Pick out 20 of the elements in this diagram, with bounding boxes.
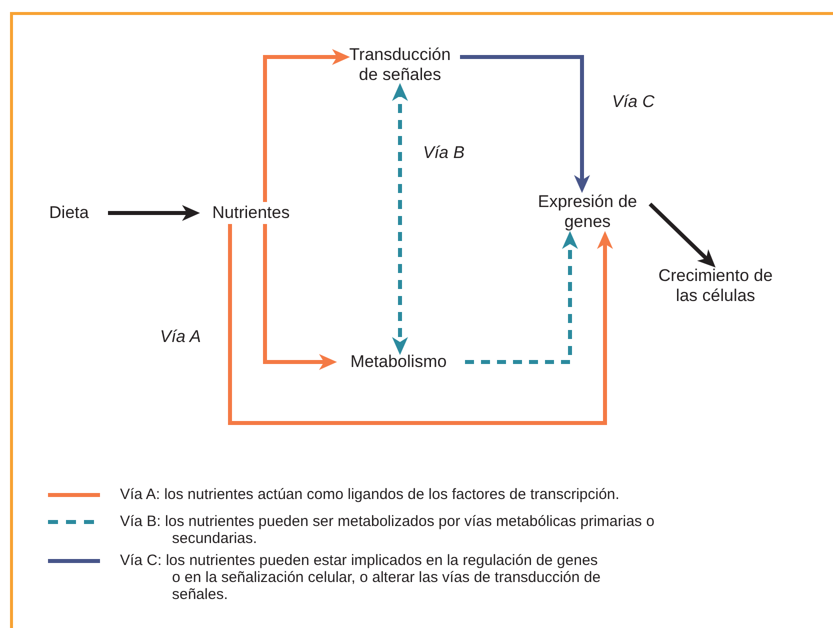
arrow: [392, 83, 408, 355]
arrow: [465, 231, 578, 364]
legend-text: Vía A: los nutrientes actúan como ligandos de los factores de transcripción.: [120, 486, 620, 503]
node-label: Metabolismo: [332, 350, 465, 374]
legend-text: Vía C: los nutrientes pueden estar implicados en la regulación de genes o en la señalización celular, o alterar las vías de transducción de señales.: [120, 552, 602, 603]
node-label: Transducción de señales: [345, 42, 455, 88]
node-label: Dieta: [40, 202, 98, 224]
pathway-label: Vía B: [423, 143, 465, 163]
arrow: [263, 224, 337, 370]
arrow: [648, 202, 716, 268]
legend-text: Vía B: los nutrientes pueden ser metabolizados por vías metabólicas primarias o secundarias.: [120, 513, 656, 547]
arrow: [263, 49, 350, 202]
node-label: Crecimiento de las células: [648, 264, 783, 308]
pathway-label: Vía A: [160, 327, 201, 347]
node-label: Nutrientes: [195, 202, 307, 224]
arrow: [108, 205, 200, 221]
arrow: [460, 55, 590, 193]
pathway-label: Vía C: [612, 92, 655, 112]
arrow: [228, 224, 613, 425]
node-label: Expresión de genes: [520, 188, 655, 236]
